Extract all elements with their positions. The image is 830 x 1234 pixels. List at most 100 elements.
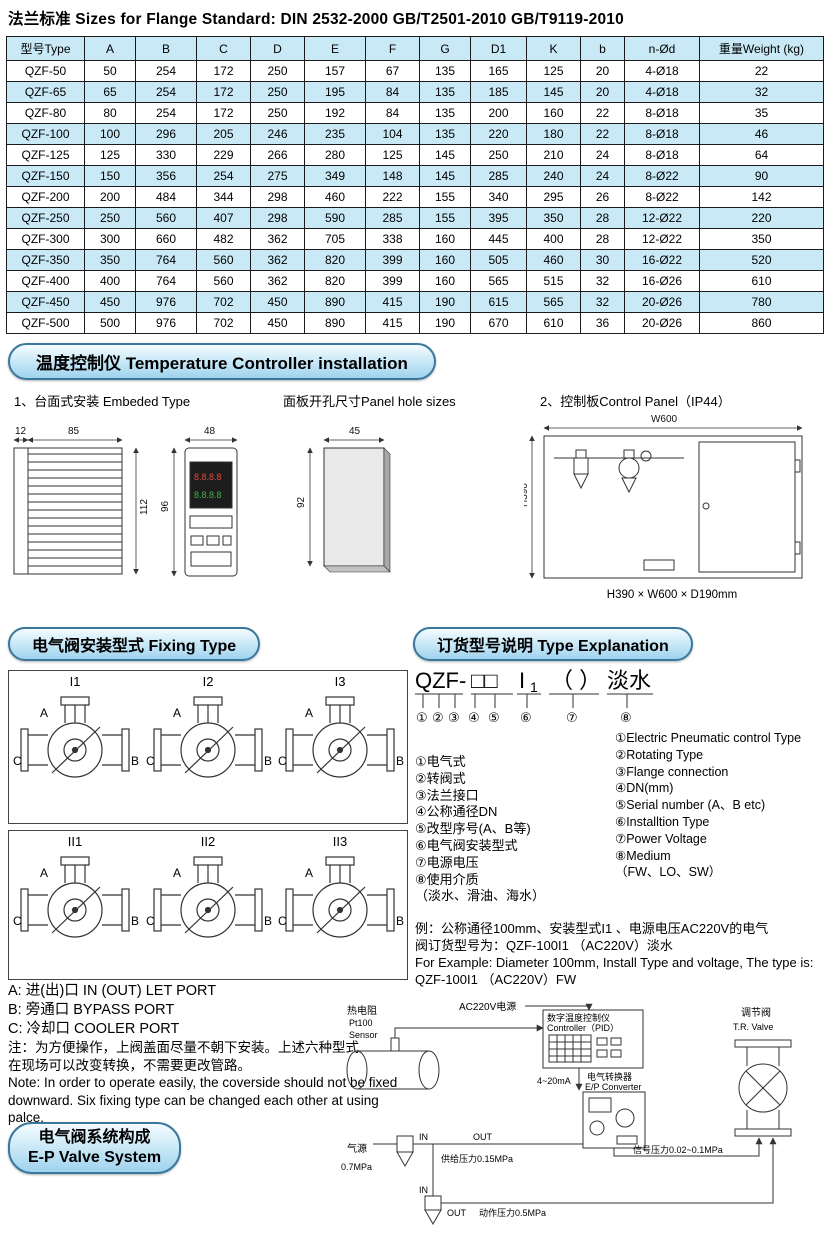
model-dn-boxes: □□ [471,668,498,693]
tr-valve-drawing [734,1039,792,1137]
table-cell: QZF-50 [6,60,85,82]
table-cell: 155 [419,207,471,229]
table-cell: 590 [304,207,366,229]
table-cell: 395 [470,207,527,229]
panel-overall-size: H390 × W600 × D190mm [607,589,737,601]
table-cell: 450 [84,291,136,313]
port-label-b: B [264,914,272,928]
table-cell: 104 [365,123,420,145]
converter-label-cn: 电气转换器 [587,1071,632,1082]
column-header: A [84,36,136,61]
type-item-cn: （淡水、滑油、海水） [415,888,546,904]
port-label-a: A [305,866,313,880]
fixing-type-box-row1: I1 A C B I2 A C B I3 A C B [8,670,408,824]
table-cell: 280 [304,144,366,166]
port-label-b: B [131,754,139,768]
action-pressure-line [441,1137,777,1204]
table-cell: 415 [365,312,420,334]
dim-w600: W600 [651,414,678,425]
type-item-en: ④DN(mm) [615,781,674,796]
sensor-label-pt100: Pt100 [349,1018,373,1028]
table-cell: 180 [526,123,581,145]
table-cell: 560 [135,207,197,229]
port-label-a: A [40,866,48,880]
heatsink-diagram: 12 85 112 [13,426,150,575]
table-cell: 12-Ø22 [624,228,700,250]
table-cell: 4-Ø18 [624,81,700,103]
table-cell: 148 [365,165,420,187]
table-cell: 399 [365,249,420,271]
table-cell: 362 [250,249,305,271]
table-cell: 30 [580,249,625,271]
supply-pressure-label: 供给压力0.15MPa [441,1153,513,1164]
signal-pressure-label: 信号压力0.02~0.1MPa [633,1144,723,1155]
table-cell: 160 [419,249,471,271]
section-header-temperature-controller: 温度控制仪 Temperature Controller installatio… [8,343,436,380]
controller-box: 数字温度控制仪 Controller（PID） [542,1009,644,1069]
port-label-b: B [396,754,404,768]
in-label-2: IN [419,1185,428,1195]
out-label-1: OUT [473,1132,493,1142]
port-label-c: C [278,914,287,928]
table-cell: 22 [699,60,824,82]
table-cell: 192 [304,102,366,124]
control-panel-label: 2、控制板Control Panel（IP44） [540,394,731,409]
dim-96: 96 [160,500,171,512]
table-cell: 20-Ø26 [624,312,700,334]
table-cell: 820 [304,249,366,271]
controller-front-drawing: 8.8.8.8 8.8.8.8 [184,447,238,577]
type-item-en: ⑤Serial number (A、B etc) [615,798,766,813]
table-cell: 135 [419,102,471,124]
table-cell: 172 [196,60,251,82]
column-header: F [365,36,420,61]
table-cell: 8-Ø18 [624,102,700,124]
table-cell: QZF-250 [6,207,85,229]
valve-fixing-diagram-ii2: II2 A C B [146,834,272,938]
model-leader-lines [415,693,653,708]
table-cell: 780 [699,291,824,313]
model-install-type: I [519,668,525,693]
column-header: D1 [470,36,527,61]
table-cell: 560 [196,249,251,271]
table-cell: 285 [365,207,420,229]
table-cell: 64 [699,144,824,166]
table-cell: 32 [580,270,625,292]
table-cell: 28 [580,228,625,250]
section-header-ep-valve-system: 电气阀系统构成 E-P Valve System [8,1122,182,1174]
converter-box [582,1091,646,1149]
table-cell: 275 [250,165,305,187]
note-en-line2: downward. Six fixing type can be changed… [8,1092,379,1126]
table-cell: 125 [84,144,136,166]
port-label-b: B [264,754,272,768]
table-cell: 165 [470,60,527,82]
embedded-type-label: 1、台面式安装 Embeded Type [14,394,191,409]
type-item-cn: ④公称通径DN [415,804,498,820]
table-cell: 20 [580,60,625,82]
in-label-1: IN [419,1132,428,1142]
section-title: 电气阀安装型式 Fixing Type [32,638,237,655]
table-cell: 338 [365,228,420,250]
table-cell: 22 [580,123,625,145]
table-cell: 172 [196,102,251,124]
air-source-label: 气源 [347,1142,367,1155]
table-cell: 8-Ø22 [624,165,700,187]
table-cell: 220 [470,123,527,145]
example-en-line2: QZF-100I1 （AC220V）FW [415,972,577,987]
table-cell: 820 [304,270,366,292]
fixing-variant-label: I3 [335,674,346,689]
controller-label-en: Controller（PID） [547,1023,619,1033]
table-cell: 222 [365,186,420,208]
column-header: K [526,36,581,61]
port-label-c: C [13,754,22,768]
table-cell: 67 [365,60,420,82]
control-panel-diagram: W600 H390 H390 × W600 × D190mm [524,414,803,601]
table-cell: 46 [699,123,824,145]
table-cell: 84 [365,102,420,124]
table-cell: 296 [135,123,197,145]
table-cell: QZF-200 [6,186,85,208]
sensor-label-cn: 热电阻 [347,1004,377,1017]
dim-12: 12 [15,426,27,437]
